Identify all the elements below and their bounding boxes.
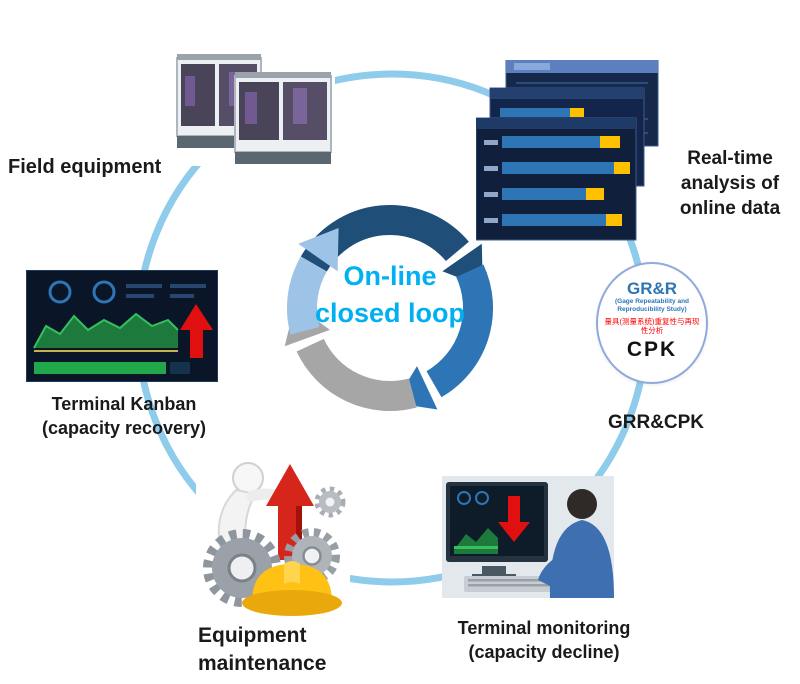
screen-down-arrow	[498, 496, 530, 542]
equipment-maintenance-label: Equipment maintenance	[198, 624, 327, 675]
loop-segment-left	[287, 228, 339, 335]
kanban-up-arrow	[180, 304, 213, 358]
terminal-kanban-image	[26, 270, 218, 382]
terminal-kanban-illustration	[26, 270, 218, 382]
kanban-bottom-bar	[34, 362, 190, 374]
machine-cabinet-right	[234, 72, 332, 164]
closed-loop-arrows	[284, 205, 494, 412]
grr-badge-title: GR&R	[626, 279, 678, 298]
terminal-monitoring-image	[442, 476, 614, 598]
terminal-monitoring-illustration	[442, 476, 614, 598]
center-title-line2: closed loop	[314, 298, 466, 328]
realtime-dashboards-illustration	[476, 60, 659, 241]
center-title: On-line closed loop	[292, 258, 488, 332]
operator-person	[538, 489, 614, 598]
terminal-monitoring-label: Terminal monitoring (capacity decline)	[457, 618, 631, 662]
grr-badge-cpk-text: CPK	[626, 338, 678, 361]
keyboard	[464, 576, 560, 592]
equipment-maintenance-image	[196, 450, 350, 622]
center-title-line1: On-line	[343, 261, 437, 291]
gear-small	[314, 486, 346, 518]
kanban-green-chart	[33, 312, 179, 352]
grr-badge-subtitle-line1: (Gage Repeatability and	[614, 298, 690, 305]
hard-hat	[242, 561, 342, 616]
grr-badge-chinese-text: 量具(测量系统)重复性与再现性分析	[604, 317, 700, 335]
terminal-kanban-label: Terminal Kanban (capacity recovery)	[41, 394, 207, 438]
grr-cpk-label: GRR&CPK	[607, 412, 705, 433]
grr-badge-subtitle-line2: Reproducibility Study)	[617, 306, 687, 313]
kanban-gauges	[48, 280, 206, 304]
realtime-dashboards-image	[476, 60, 672, 242]
field-equipment-image	[173, 46, 335, 166]
loop-arrowhead-left	[298, 228, 339, 272]
field-equipment-illustration	[173, 46, 335, 166]
monitor-screen	[446, 482, 548, 578]
grr-cpk-badge: GR&R (Gage Repeatability and Reproducibi…	[596, 262, 708, 384]
field-equipment-label: Field equipment	[8, 156, 162, 178]
dashboard-panel-front	[476, 117, 637, 241]
realtime-analysis-label: Real-time analysis of online data	[679, 148, 781, 219]
equipment-maintenance-illustration	[196, 450, 350, 622]
